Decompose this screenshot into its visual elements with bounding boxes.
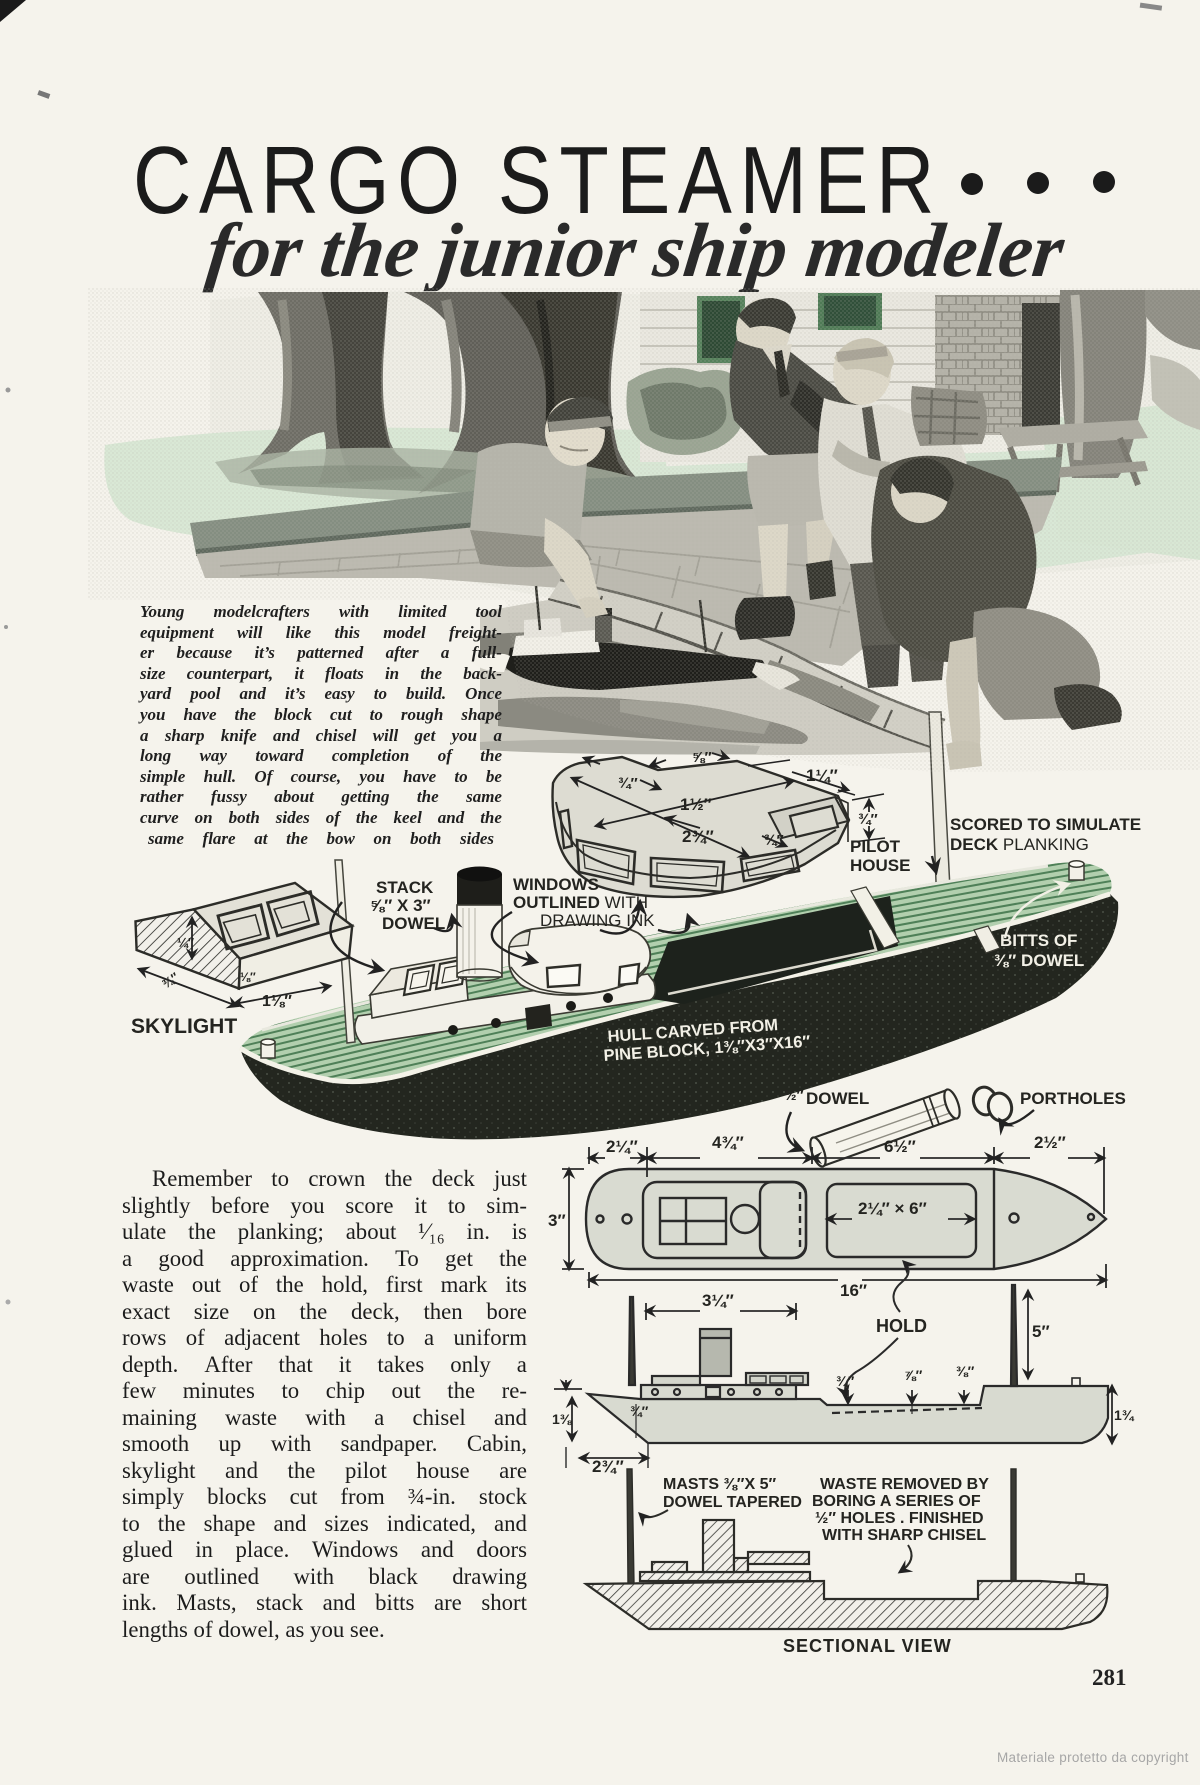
- svg-text:1½″: 1½″: [680, 795, 712, 814]
- svg-text:6½″: 6½″: [884, 1137, 916, 1156]
- svg-text:3″: 3″: [548, 1211, 566, 1230]
- svg-text:SKYLIGHT: SKYLIGHT: [131, 1015, 237, 1038]
- svg-text:1¼″: 1¼″: [806, 766, 838, 785]
- svg-text:DOWEL TAPERED: DOWEL TAPERED: [663, 1494, 802, 1511]
- svg-text:⅞″: ⅞″: [904, 1367, 923, 1383]
- svg-text:SCORED TO SIMULATE: SCORED TO SIMULATE: [950, 815, 1141, 834]
- svg-text:OUTLINED WITH: OUTLINED WITH: [513, 893, 648, 912]
- svg-text:SECTIONAL VIEW: SECTIONAL VIEW: [783, 1636, 952, 1656]
- svg-text:¾″: ¾″: [618, 775, 638, 792]
- svg-text:5″: 5″: [1032, 1322, 1050, 1341]
- svg-text:MASTS ⅜″X 5″: MASTS ⅜″X 5″: [663, 1476, 776, 1493]
- svg-text:½″: ½″: [784, 1087, 804, 1104]
- svg-text:DOWEL: DOWEL: [806, 1089, 869, 1108]
- svg-text:⅛″: ⅛″: [240, 970, 256, 984]
- svg-text:⅝″: ⅝″: [692, 749, 712, 766]
- svg-text:16″: 16″: [840, 1281, 867, 1300]
- svg-text:¾″: ¾″: [858, 811, 878, 828]
- svg-text:STACK: STACK: [376, 878, 434, 897]
- svg-text:BORING A SERIES OF: BORING A SERIES OF: [812, 1493, 981, 1510]
- svg-text:¾″: ¾″: [836, 1373, 855, 1389]
- svg-text:PILOT: PILOT: [850, 837, 901, 856]
- svg-text:WASTE REMOVED BY: WASTE REMOVED BY: [820, 1476, 989, 1493]
- svg-text:HOLD: HOLD: [876, 1316, 927, 1336]
- svg-text:2½″: 2½″: [1034, 1133, 1066, 1152]
- svg-text:¾″: ¾″: [630, 1403, 649, 1419]
- svg-text:3¼″: 3¼″: [702, 1291, 734, 1310]
- svg-text:WITH SHARP CHISEL: WITH SHARP CHISEL: [822, 1527, 986, 1544]
- svg-text:2¾″: 2¾″: [682, 827, 714, 846]
- svg-text:PORTHOLES: PORTHOLES: [1020, 1089, 1126, 1108]
- svg-text:½″ HOLES . FINISHED: ½″ HOLES . FINISHED: [815, 1510, 984, 1527]
- svg-text:⅝″ X 3″: ⅝″ X 3″: [370, 896, 431, 915]
- svg-text:4¾″: 4¾″: [712, 1133, 744, 1152]
- svg-text:2¾″: 2¾″: [592, 1457, 624, 1476]
- svg-text:BITTS OF: BITTS OF: [1000, 931, 1077, 950]
- svg-text:DRAWING INK: DRAWING INK: [540, 911, 655, 930]
- svg-text:1¾: 1¾: [1114, 1407, 1135, 1423]
- svg-text:¾″: ¾″: [764, 832, 784, 849]
- svg-text:1⅜: 1⅜: [552, 1411, 573, 1427]
- svg-text:HOUSE: HOUSE: [850, 856, 910, 875]
- svg-text:WINDOWS: WINDOWS: [513, 875, 599, 894]
- svg-text:2¼″: 2¼″: [606, 1137, 638, 1156]
- svg-text:DECK PLANKING: DECK PLANKING: [950, 835, 1089, 854]
- svg-text:DOWEL: DOWEL: [382, 914, 445, 933]
- svg-text:⅜″ DOWEL: ⅜″ DOWEL: [994, 951, 1084, 970]
- svg-text:2¼″ × 6″: 2¼″ × 6″: [858, 1199, 927, 1218]
- svg-text:⅜″: ⅜″: [956, 1363, 975, 1379]
